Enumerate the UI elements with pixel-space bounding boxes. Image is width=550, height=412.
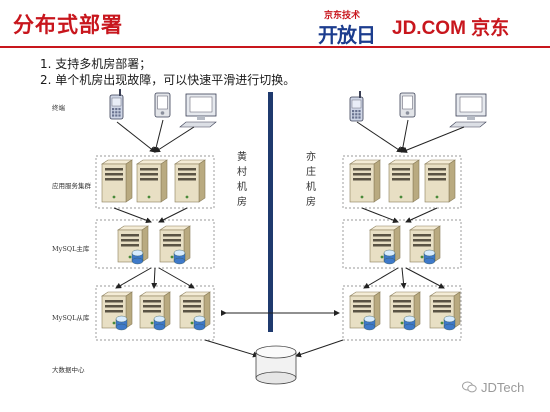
mysql-master-server-right-2-db-icon	[423, 249, 436, 265]
mysql-slave-server-left-3	[179, 291, 211, 329]
mysql-master-box-right	[342, 219, 462, 269]
arrow-client-pc-right	[401, 126, 465, 153]
arrow-client-pda-left	[153, 119, 164, 153]
phone-icon-right	[349, 91, 364, 122]
row-label-bigdata: 大数据中心	[52, 366, 85, 374]
pda-icon-right	[399, 92, 416, 118]
mysql-slave-server-left-3-db-icon	[193, 315, 206, 331]
phone-icon-left	[109, 89, 124, 120]
app-server-right-1	[349, 159, 381, 203]
app-server-right-2	[388, 159, 420, 203]
mysql-slave-server-left-1-db-icon	[115, 315, 128, 331]
desktop-computer-icon-left	[179, 93, 217, 128]
row-label-client: 终端	[52, 104, 65, 112]
mysql-slave-server-right-3	[429, 291, 461, 329]
arrow-app-master-2-left	[158, 207, 188, 223]
arrow-client-pda-right	[399, 119, 409, 153]
mysql-master-server-left-2-db-icon	[173, 249, 186, 265]
wechat-icon	[462, 381, 477, 393]
desktop-computer-icon-right	[449, 93, 487, 128]
arrow-master-slave-3-right	[405, 267, 445, 289]
bullet-item-2: 2. 单个机房出现故障，可以快速平滑进行切换。	[40, 73, 296, 87]
app-cluster-box-right	[342, 155, 462, 209]
mysql-master-server-left-1	[117, 225, 149, 263]
watermark: JDTech	[462, 380, 524, 395]
mysql-slave-server-right-2	[389, 291, 421, 329]
app-server-right-3	[424, 159, 456, 203]
mysql-master-box-left	[95, 219, 215, 269]
kaifang-logo: 京东技术 开放日	[318, 8, 384, 47]
row-label-mysql-master: MySQL主库	[52, 245, 90, 253]
row-label-app-cluster: 应用服务集群	[52, 182, 91, 190]
arrow-master-slave-1-left	[115, 267, 152, 289]
arrow-master-slave-1-right	[363, 267, 399, 289]
mysql-master-server-right-1	[369, 225, 401, 263]
bigdata-center-cylinder	[255, 345, 297, 385]
app-server-left-2	[136, 159, 168, 203]
app-server-left-3	[174, 159, 206, 203]
arrow-client-phone-right	[356, 121, 403, 153]
arrow-master-slave-3-left	[158, 267, 195, 289]
jd-logo: JD.COM 京东	[392, 18, 510, 39]
datacenter-label-left: 黄村机房	[237, 152, 247, 208]
mysql-slave-server-left-2	[139, 291, 171, 329]
mysql-master-server-left-1-db-icon	[131, 249, 144, 265]
mysql-slave-server-left-2-db-icon	[153, 315, 166, 331]
arrow-client-pc-left	[154, 126, 195, 153]
kaifang-logo-text: 开放日	[318, 23, 376, 47]
mysql-slave-server-right-2-db-icon	[403, 315, 416, 331]
watermark-text: JDTech	[481, 380, 525, 395]
mysql-master-server-right-1-db-icon	[383, 249, 396, 265]
mysql-master-server-left-2	[159, 225, 191, 263]
mysql-master-server-right-2	[409, 225, 441, 263]
mysql-slave-box-left	[95, 285, 215, 341]
row-label-mysql-slave: MySQL从库	[52, 314, 90, 322]
arrow-right-slaves-to-bigdata	[295, 339, 344, 358]
datacenter-label-right: 亦庄机房	[306, 152, 316, 208]
arrow-app-master-2-right	[405, 207, 438, 223]
datacenter-divider	[268, 92, 273, 332]
bullet-item-1: 1. 支持多机房部署；	[40, 57, 152, 71]
header-divider	[0, 46, 550, 48]
mysql-slave-server-right-1-db-icon	[363, 315, 376, 331]
bullet-list: 1. 支持多机房部署； 2. 单个机房出现故障，可以快速平滑进行切换。	[40, 56, 295, 88]
arrow-app-master-1-right	[361, 207, 399, 223]
app-cluster-box-left	[95, 155, 215, 209]
mysql-slave-box-right	[342, 285, 462, 341]
mysql-slave-server-right-1	[349, 291, 381, 329]
slide-title: 分布式部署	[13, 13, 123, 37]
mysql-slave-server-right-3-db-icon	[443, 315, 456, 331]
arrow-app-master-1-left	[113, 207, 152, 224]
app-server-left-1	[101, 159, 133, 203]
arrow-master-slave-2-right	[400, 267, 407, 289]
arrow-master-slave-2-left	[151, 267, 158, 289]
arrow-left-slaves-to-bigdata	[204, 339, 259, 358]
pda-icon-left	[154, 92, 171, 118]
kaifang-logo-caption: 京东技术	[324, 11, 361, 21]
mysql-slave-server-left-1	[101, 291, 133, 329]
arrow-client-phone-left	[116, 121, 156, 153]
